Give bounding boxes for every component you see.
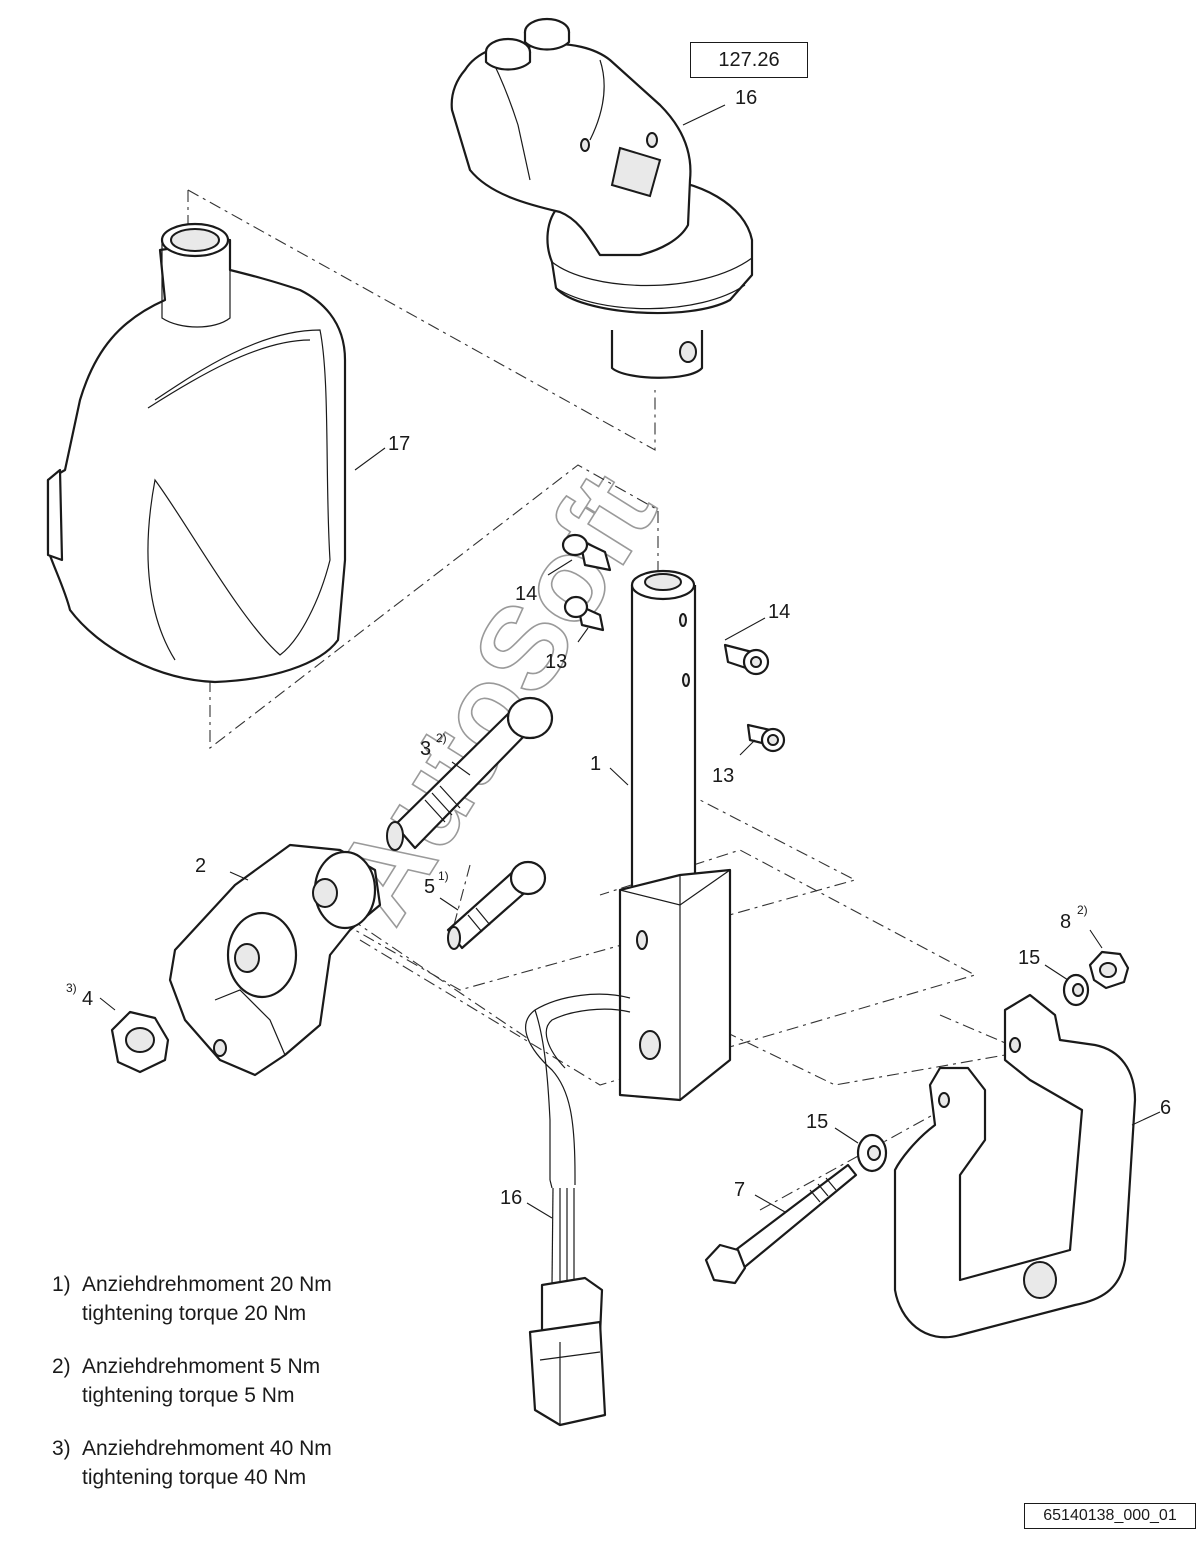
callout-14-right: 14 [768, 601, 790, 623]
callout-5: 5 [424, 876, 435, 898]
note-2: 2) Anziehdrehmoment 5 Nm tightening torqu… [52, 1352, 472, 1410]
bracket-part-6 [893, 993, 1137, 1339]
callout-17: 17 [388, 433, 410, 455]
callout-7: 7 [734, 1179, 745, 1201]
screw-part-13-right [746, 723, 786, 753]
note-german: Anziehdrehmoment 5 Nm [82, 1355, 321, 1378]
callouts: 16 17 14 13 14 13 3 2) 1 2 5 1) 4 3) 8 2… [66, 87, 1171, 1209]
callout-15-upper: 15 [1018, 947, 1040, 969]
shaft-part-1 [618, 569, 732, 1102]
note-english: tightening torque 40 Nm [82, 1466, 307, 1489]
callout-4: 4 [82, 988, 93, 1010]
callout-3-superscript: 2) [436, 731, 447, 745]
bolt-part-7 [704, 1163, 858, 1285]
callout-5-superscript: 1) [438, 869, 449, 883]
callout-6: 6 [1160, 1097, 1171, 1119]
callout-15-lower: 15 [806, 1111, 828, 1133]
note-english: tightening torque 5 Nm [82, 1384, 295, 1407]
screw-part-14-right [723, 643, 770, 676]
drawing-number: 65140138_000_01 [1024, 1503, 1196, 1529]
callout-8-superscript: 2) [1077, 903, 1088, 917]
note-german: Anziehdrehmoment 40 Nm [82, 1437, 332, 1460]
screw-part-13-left [563, 595, 605, 632]
washer-part-15-upper [1062, 973, 1090, 1007]
callout-14-left: 14 [515, 583, 537, 605]
washer-part-15-lower [856, 1133, 888, 1173]
note-number: 1) [52, 1273, 71, 1296]
screw-part-14-left [561, 533, 612, 572]
note-number: 2) [52, 1355, 71, 1378]
note-german: Anziehdrehmoment 20 Nm [82, 1273, 332, 1296]
note-1: 1) Anziehdrehmoment 20 Nm tightening torq… [52, 1270, 472, 1328]
callout-1: 1 [590, 753, 601, 775]
note-english: tightening torque 20 Nm [82, 1302, 307, 1325]
callout-4-superscript: 3) [66, 981, 77, 995]
clamp-part-2 [168, 843, 382, 1077]
bolt-part-5 [446, 860, 547, 950]
callout-16-top: 16 [735, 87, 757, 109]
note-3: 3) Anziehdrehmoment 40 Nm tightening torq… [52, 1434, 472, 1492]
nut-part-4 [110, 1010, 170, 1074]
bolt-part-3 [386, 696, 554, 851]
nut-part-8 [1088, 950, 1130, 990]
callout-16-bottom: 16 [500, 1187, 522, 1209]
callout-2: 2 [195, 855, 206, 877]
leader-lines [99, 104, 1161, 1219]
callout-8: 8 [1060, 911, 1071, 933]
reference-box: 127.26 [690, 42, 808, 78]
joystick-grip-part-16 [450, 17, 754, 379]
torque-notes: 1) Anziehdrehmoment 20 Nm tightening torq… [52, 1270, 472, 1516]
callout-13-right: 13 [712, 765, 734, 787]
callout-13-left: 13 [545, 651, 567, 673]
note-number: 3) [52, 1437, 71, 1460]
callout-3: 3 [420, 738, 431, 760]
cable-harness-part-16 [525, 993, 631, 1427]
cover-boot-part-17 [46, 222, 347, 684]
